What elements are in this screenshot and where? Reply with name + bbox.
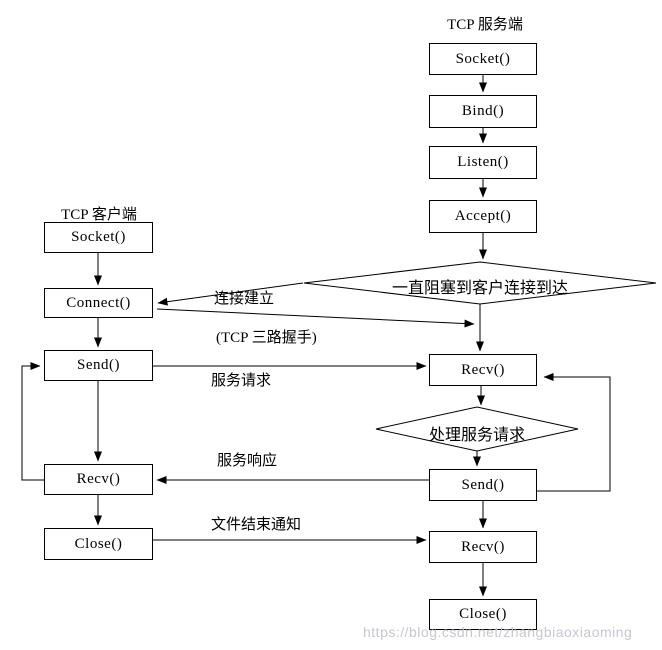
block-decision-label: 一直阻塞到客户连接到达 (391, 280, 568, 297)
client-close-box: Close() (44, 528, 153, 560)
server-close-box: Close() (429, 599, 537, 630)
client-connect-box: Connect() (44, 288, 153, 318)
arrow-three-way-handshake (156, 308, 475, 328)
server-listen-box: Listen() (429, 146, 537, 179)
connection-established-label: 连接建立 (214, 291, 275, 307)
arrow-connection-established (157, 282, 304, 306)
decision-diamond-process (375, 406, 579, 452)
client-column-title: TCP 客户端 (61, 207, 137, 223)
server-accept-box: Accept() (429, 200, 537, 233)
server-send-box: Send() (429, 469, 537, 501)
server-recv1-box: Recv() (429, 354, 537, 386)
eof-notice-label: 文件结束通知 (211, 517, 302, 533)
three-way-handshake-label: (TCP 三路握手) (216, 330, 317, 346)
decision-diamond-block (303, 261, 657, 305)
server-reply-loop-arrow (537, 373, 611, 492)
server-recv2-box: Recv() (429, 531, 537, 563)
client-socket-box: Socket() (44, 222, 153, 253)
process-decision-label: 处理服务请求 (428, 427, 525, 444)
client-retry-loop-arrow (21, 362, 44, 481)
server-socket-box: Socket() (429, 43, 537, 75)
server-bind-box: Bind() (429, 95, 537, 128)
server-column-title: TCP 服务端 (447, 17, 523, 33)
client-send-box: Send() (44, 350, 153, 381)
client-recv-box: Recv() (44, 464, 153, 495)
service-request-label: 服务请求 (211, 373, 272, 389)
service-response-label: 服务响应 (217, 453, 278, 469)
